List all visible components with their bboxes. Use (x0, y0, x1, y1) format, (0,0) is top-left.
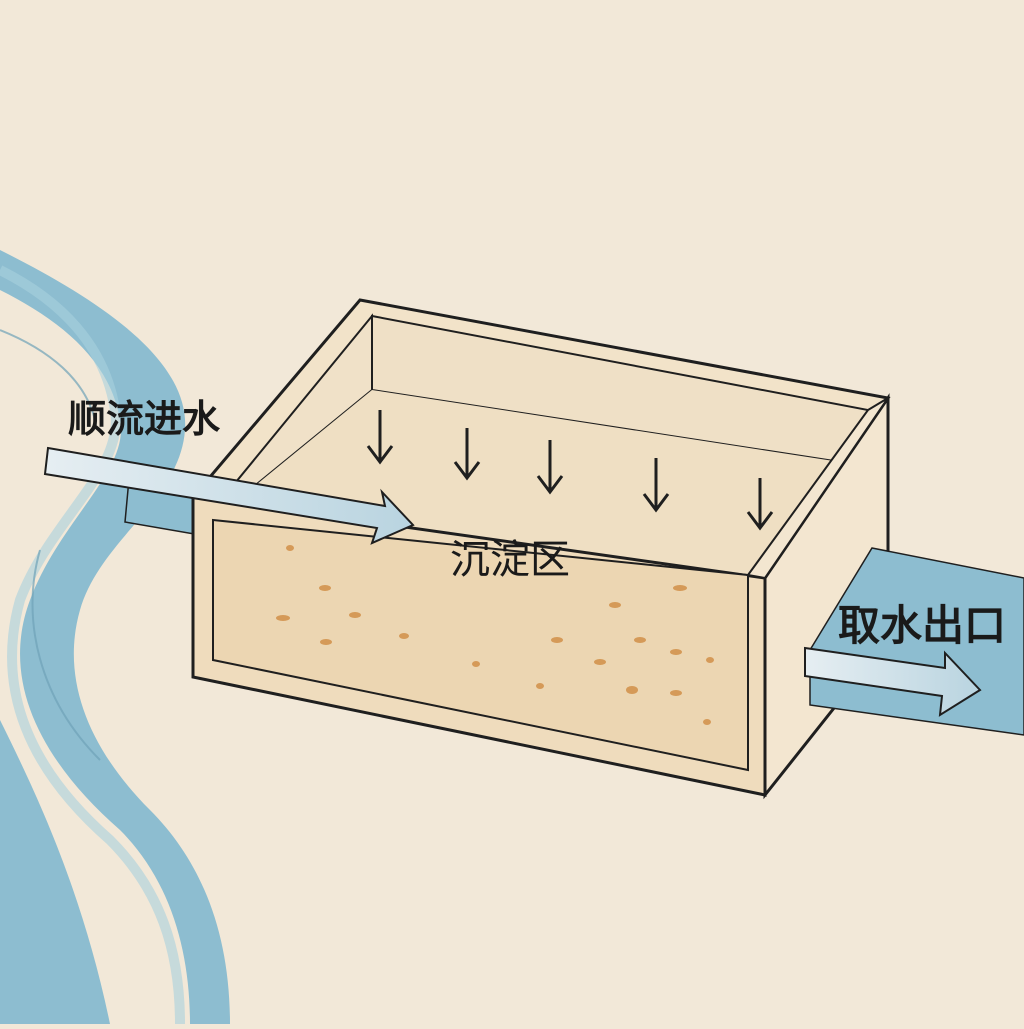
sediment-particles (276, 545, 714, 725)
settling-zone-label: 沉淀区 (450, 537, 570, 583)
inlet-flow-arrow (43, 446, 415, 545)
outlet-label: 取水出口 (838, 601, 1007, 650)
outlet-flow-arrow (804, 646, 982, 717)
settling-arrows (366, 410, 774, 531)
river (0, 250, 230, 1024)
inlet-label: 顺流进水 (68, 397, 221, 441)
